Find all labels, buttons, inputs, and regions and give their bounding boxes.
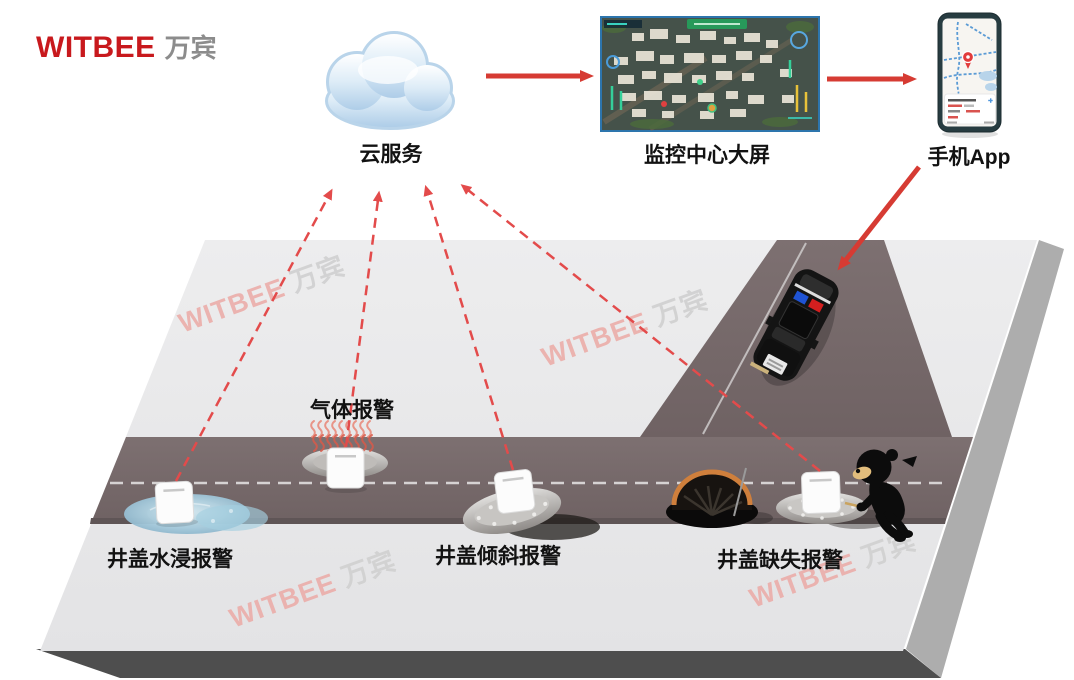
tilt-alarm-manhole bbox=[462, 469, 600, 540]
police-light-red bbox=[808, 298, 824, 313]
water-sensor-device bbox=[154, 480, 199, 528]
gas-alarm-manhole bbox=[302, 420, 388, 493]
monitor-city-buildings bbox=[614, 29, 794, 119]
phone-mockup bbox=[937, 12, 1002, 138]
uplink-arrows bbox=[174, 184, 821, 482]
monitor-label: 监控中心大屏 bbox=[644, 144, 770, 167]
water-alarm-label: 井盖水浸报警 bbox=[107, 548, 233, 571]
missing-sensor-device bbox=[801, 471, 842, 514]
ninja-thief bbox=[844, 449, 917, 542]
police-light-blue bbox=[793, 290, 809, 305]
uplink-arrow-water bbox=[174, 188, 333, 482]
brand-logo-cn: 万宾 bbox=[164, 33, 217, 63]
flow-arrows bbox=[486, 70, 921, 271]
phone-alert-card bbox=[944, 93, 996, 125]
police-car bbox=[749, 269, 839, 386]
uplink-arrow-tilt bbox=[423, 184, 515, 471]
gas-alarm-label: 气体报警 bbox=[310, 399, 394, 422]
map-pin-icon bbox=[961, 50, 975, 69]
tilt-alarm-label: 井盖倾斜报警 bbox=[435, 545, 561, 568]
uplink-arrow-missing bbox=[460, 184, 821, 472]
missing-cover-manhole bbox=[666, 449, 917, 542]
missing-alarm-label: 井盖缺失报警 bbox=[717, 549, 843, 572]
cloud-label: 云服务 bbox=[359, 143, 423, 166]
hook-rod bbox=[733, 467, 747, 517]
app-label: 手机App bbox=[927, 146, 1011, 169]
arrow-app-to-police bbox=[837, 165, 921, 271]
gas-sensor-device bbox=[325, 447, 367, 493]
cloud-icon bbox=[325, 31, 455, 130]
cover-underside-rim bbox=[671, 469, 753, 506]
uplink-arrow-gas bbox=[344, 190, 383, 448]
brand-logo: WITBEE 万宾 bbox=[36, 28, 217, 65]
brand-logo-en: WITBEE bbox=[36, 31, 156, 64]
water-immersion-manhole bbox=[124, 480, 268, 534]
monitor-big-screen bbox=[600, 16, 820, 132]
tilt-sensor-device bbox=[493, 469, 536, 514]
